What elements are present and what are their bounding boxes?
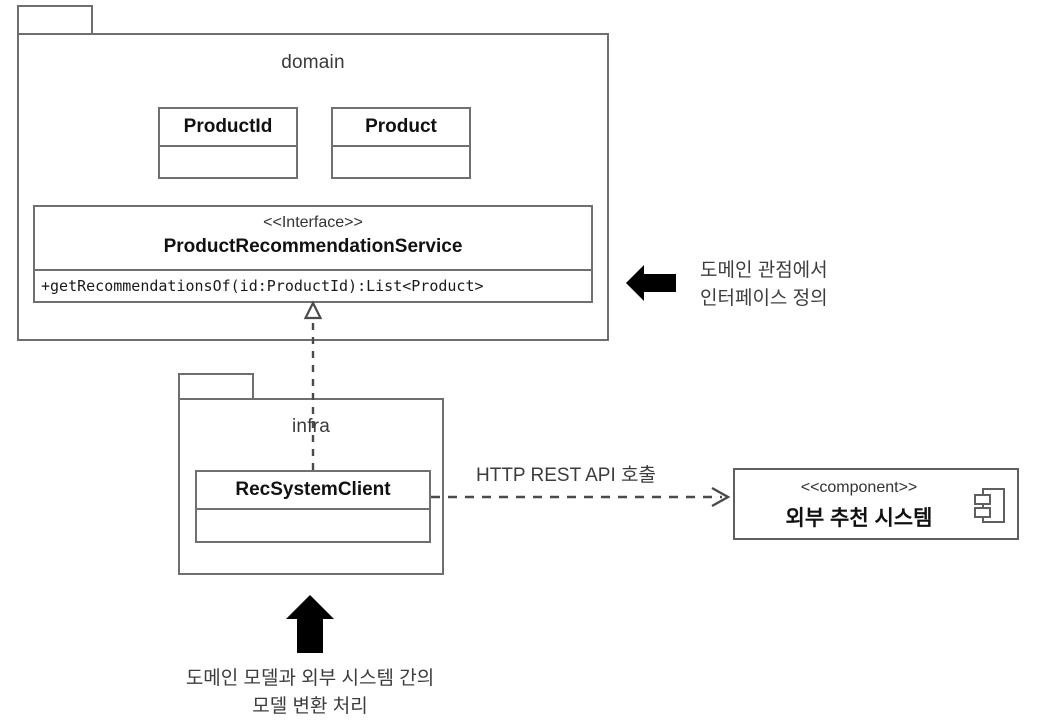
- component-box-external-recommendation-system[interactable]: <<component>> 외부 추천 시스템: [733, 468, 1019, 540]
- interface-stereotype: <<Interface>>: [263, 214, 363, 231]
- class-name-product: Product: [365, 116, 437, 137]
- class-box-rec-system-client[interactable]: RecSystemClient: [195, 470, 431, 543]
- interface-operation: +getRecommendationsOf(id:ProductId):List…: [41, 277, 484, 295]
- class-box-product-id[interactable]: ProductId: [158, 107, 298, 179]
- interface-note-line-1: 도메인 관점에서: [700, 260, 828, 281]
- adapter-note-line-2: 모델 변환 처리: [252, 696, 368, 717]
- interface-divider: [35, 269, 591, 271]
- left-arrow-icon: [626, 265, 676, 301]
- interface-name: ProductRecommendationService: [163, 236, 463, 257]
- class-name-rec-system-client: RecSystemClient: [235, 479, 391, 500]
- domain-package-tab: [17, 5, 93, 35]
- http-rest-api-edge-label: HTTP REST API 호출: [476, 465, 656, 486]
- class-divider: [333, 145, 469, 147]
- class-name-product-id: ProductId: [183, 116, 273, 137]
- adapter-note-line-1: 도메인 모델과 외부 시스템 간의: [185, 668, 435, 689]
- interface-note-line-2: 인터페이스 정의: [700, 288, 828, 309]
- class-divider: [160, 145, 296, 147]
- up-arrow-icon: [286, 595, 334, 653]
- component-icon: [974, 488, 1005, 523]
- interface-box-product-recommendation-service[interactable]: <<Interface>> ProductRecommendationServi…: [33, 205, 593, 303]
- component-stereotype: <<component>>: [800, 479, 918, 496]
- http-dependency-open-arrowhead: [711, 486, 731, 508]
- domain-package-label: domain: [281, 52, 345, 73]
- infra-package-label: infra: [292, 416, 330, 437]
- class-box-product[interactable]: Product: [331, 107, 471, 179]
- infra-package-tab: [178, 373, 254, 400]
- class-divider: [197, 508, 429, 510]
- component-name: 외부 추천 시스템: [785, 507, 933, 530]
